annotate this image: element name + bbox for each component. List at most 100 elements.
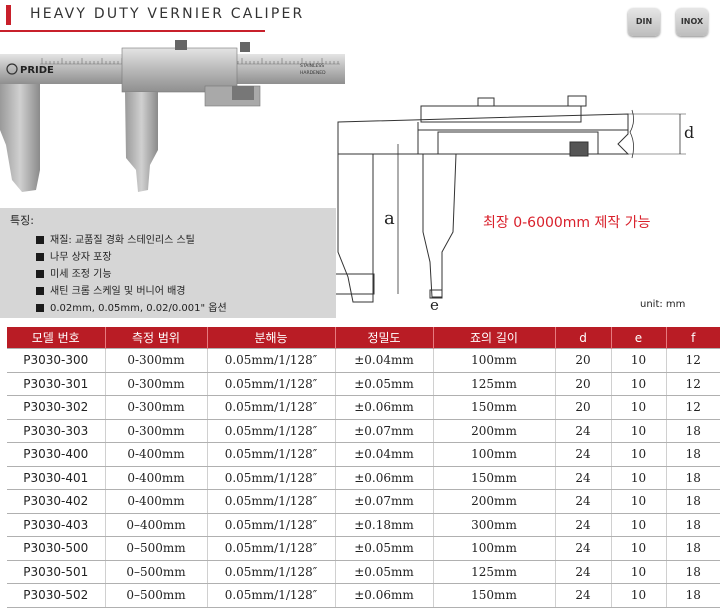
header-range: 측정 범위 — [105, 327, 208, 349]
table-cell: ±0.04mm — [335, 348, 434, 373]
table-cell: 18 — [666, 489, 720, 514]
table-cell: 18 — [666, 583, 720, 608]
table-cell: ±0.05mm — [335, 372, 434, 396]
table-cell: 125mm — [433, 560, 556, 584]
table-cell: 0-300mm — [105, 372, 208, 396]
table-cell: ±0.07mm — [335, 489, 434, 514]
header-model: 모델 번호 — [7, 327, 106, 349]
table-cell: 0.05mm/1/128″ — [207, 513, 336, 537]
table-cell: 125mm — [433, 372, 556, 396]
header-resolution: 분해능 — [207, 327, 336, 349]
table-cell: ±0.04mm — [335, 442, 434, 467]
features-title: 특징: — [10, 214, 34, 227]
table-cell: 100mm — [433, 536, 556, 561]
table-cell: 18 — [666, 513, 720, 537]
table-cell: 0-400mm — [105, 466, 208, 490]
list-item: 재질: 교품질 경화 스테인리스 스틸 — [36, 232, 227, 249]
header-f: f — [666, 327, 720, 349]
table-cell: 0.05mm/1/128″ — [207, 583, 336, 608]
header-accuracy: 정밀도 — [335, 327, 434, 349]
table-cell: 24 — [555, 419, 612, 443]
table-cell: 0.05mm/1/128″ — [207, 419, 336, 443]
features-panel: 특징: 재질: 교품질 경화 스테인리스 스틸 나무 상자 포장 미세 조정 기… — [0, 208, 336, 318]
label-a: a — [384, 208, 395, 229]
table-cell: 20 — [555, 395, 612, 420]
table-cell: 0-300mm — [105, 419, 208, 443]
table-cell: 18 — [666, 560, 720, 584]
table-cell: P3030-502 — [7, 583, 106, 608]
table-cell: P3030-501 — [7, 560, 106, 584]
page-title: HEAVY DUTY VERNIER CALIPER — [30, 6, 305, 22]
table-cell: 24 — [555, 466, 612, 490]
list-item: 새틴 크롬 스케일 및 버니어 배경 — [36, 283, 227, 300]
table-cell: 24 — [555, 583, 612, 608]
table-cell: 0-300mm — [105, 348, 208, 373]
table-cell: 300mm — [433, 513, 556, 537]
table-cell: 150mm — [433, 583, 556, 608]
table-cell: 100mm — [433, 348, 556, 373]
table-cell: 0–500mm — [105, 583, 208, 608]
table-cell: 18 — [666, 442, 720, 467]
bullet-square-icon — [36, 270, 44, 278]
list-item: 0.02mm, 0.05mm, 0.02/0.001" 옵션 — [36, 300, 227, 317]
table-cell: P3030-400 — [7, 442, 106, 467]
header-d: d — [555, 327, 612, 349]
table-cell: 150mm — [433, 395, 556, 420]
table-cell: P3030-402 — [7, 489, 106, 514]
table-cell: 12 — [666, 395, 720, 420]
table-cell: 10 — [611, 348, 667, 373]
label-d: d — [684, 123, 694, 142]
table-cell: ±0.06mm — [335, 583, 434, 608]
bullet-square-icon — [36, 287, 44, 295]
header-underline — [0, 30, 265, 32]
table-cell: 10 — [611, 442, 667, 467]
table-cell: 12 — [666, 372, 720, 396]
bullet-square-icon — [36, 236, 44, 244]
list-item: 미세 조정 기능 — [36, 266, 227, 283]
table-cell: 0–500mm — [105, 560, 208, 584]
features-list: 재질: 교품질 경화 스테인리스 스틸 나무 상자 포장 미세 조정 기능 새틴… — [36, 232, 227, 317]
table-cell: 0.05mm/1/128″ — [207, 442, 336, 467]
table-cell: 0–500mm — [105, 536, 208, 561]
bullet-square-icon — [36, 253, 44, 261]
table-cell: P3030-401 — [7, 466, 106, 490]
stamp-line-2: HARDENED — [300, 70, 326, 76]
header-accent-bar — [6, 5, 11, 25]
caliper-photo: PRIDE STAINLESS HARDENED — [0, 40, 345, 192]
table-cell: 10 — [611, 560, 667, 584]
inox-badge: INOX — [676, 8, 708, 36]
table-cell: 20 — [555, 372, 612, 396]
list-item: 나무 상자 포장 — [36, 249, 227, 266]
table-cell: 12 — [666, 348, 720, 373]
table-cell: ±0.06mm — [335, 466, 434, 490]
table-cell: 24 — [555, 560, 612, 584]
table-cell: 0.05mm/1/128″ — [207, 489, 336, 514]
din-badge: DIN — [628, 8, 660, 36]
bullet-square-icon — [36, 304, 44, 312]
spec-table: 모델 번호 측정 범위 분해능 정밀도 죠의 길이 d e f P3030-30… — [7, 327, 720, 608]
table-cell: 100mm — [433, 442, 556, 467]
table-cell: 10 — [611, 372, 667, 396]
table-cell: 0-400mm — [105, 489, 208, 514]
brand-logo-text: PRIDE — [20, 65, 54, 76]
max-length-note: 최장 0-6000mm 제작 가능 — [483, 215, 651, 231]
header-e: e — [611, 327, 667, 349]
table-cell: 0.05mm/1/128″ — [207, 560, 336, 584]
table-cell: P3030-300 — [7, 348, 106, 373]
table-cell: 10 — [611, 583, 667, 608]
table-cell: P3030-301 — [7, 372, 106, 396]
header-jaw-length: 죠의 길이 — [433, 327, 556, 349]
table-cell: 10 — [611, 466, 667, 490]
label-e: e — [430, 296, 439, 314]
table-cell: 0-300mm — [105, 395, 208, 420]
